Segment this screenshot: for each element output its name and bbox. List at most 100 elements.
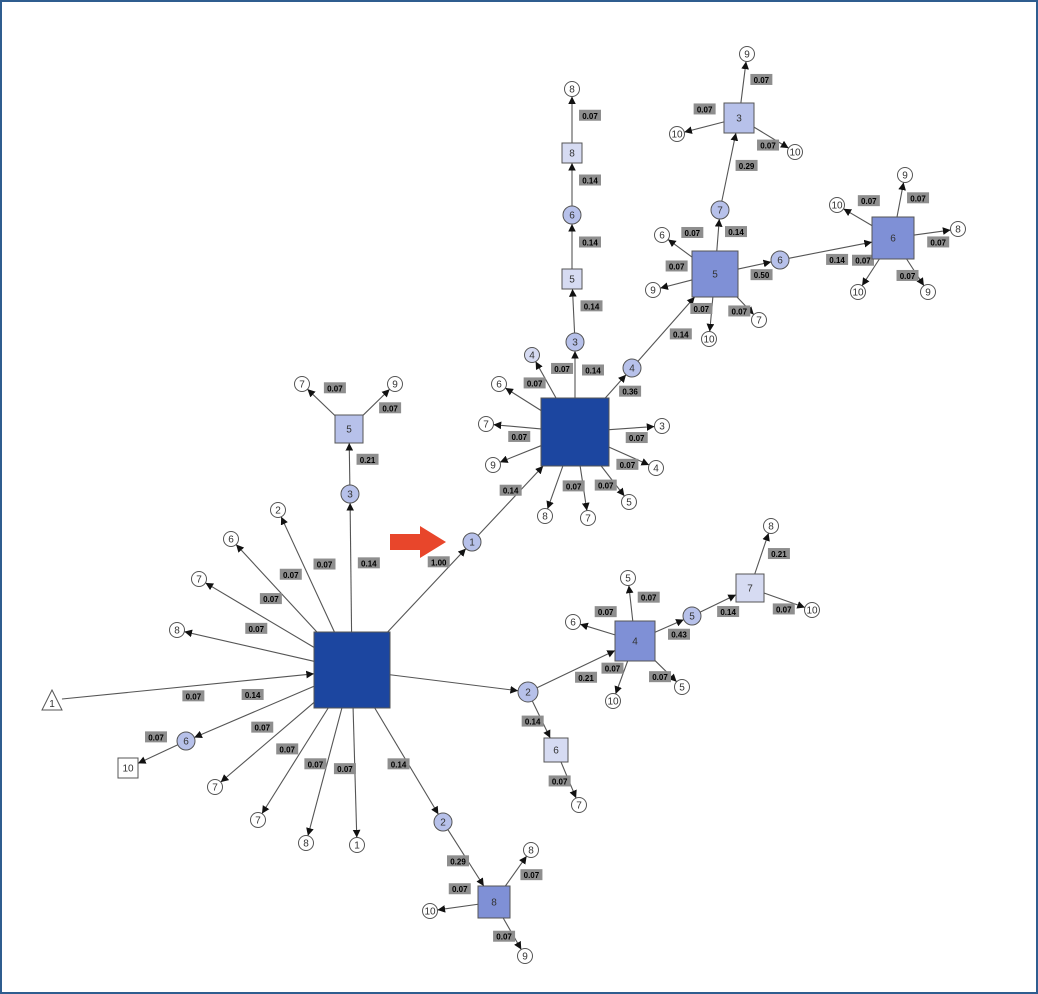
edge-weight-label-bg — [851, 254, 874, 266]
node-label: 9 — [744, 50, 750, 61]
node-label: 10 — [831, 201, 843, 212]
node-circle: 10 — [804, 602, 820, 618]
edge-weight-label: 0.07 — [520, 869, 543, 881]
node-circle-shape — [787, 144, 803, 160]
edge-S4-e5 — [625, 585, 634, 622]
node-label: 8 — [768, 522, 774, 533]
node-circle-shape — [340, 484, 360, 504]
edge-weight-label-bg — [313, 558, 336, 570]
edge-b4-C5 — [637, 296, 696, 362]
edge-weight-label-text: 0.07 — [910, 194, 926, 203]
node-label: 5 — [679, 683, 685, 694]
node-label: 10 — [607, 697, 619, 708]
edge-weight-label-bg — [735, 159, 758, 171]
node-circle: 9 — [387, 376, 403, 392]
edge-weight-label-text: 0.07 — [263, 595, 279, 604]
edge-weight-label-text: 0.07 — [694, 305, 710, 314]
edge-weight-label-text: 0.14 — [829, 256, 845, 265]
edge-A-a8 — [184, 629, 315, 662]
edge-S6-c10e — [861, 258, 880, 287]
edge-weight-label: 0.14 — [579, 174, 601, 186]
edge-weight-label-text: 0.07 — [685, 229, 701, 238]
edge-weight-label: 0.36 — [619, 385, 642, 397]
edge-weight-label-bg — [259, 593, 282, 605]
node-circle: 1 — [462, 532, 482, 552]
edge-weight-label-bg — [668, 628, 691, 640]
edge-weight-label: 0.14 — [499, 484, 522, 496]
node-label: 7 — [585, 514, 591, 525]
node-label: 6 — [183, 737, 189, 748]
node-label: 6 — [659, 231, 665, 242]
edge-S8-d8 — [504, 855, 528, 887]
node-label: 7 — [717, 206, 723, 217]
edge-weight-label: 0.07 — [523, 377, 546, 389]
edge-weight-label-text: 0.07 — [554, 365, 570, 374]
edge-weight-label: 0.29 — [735, 159, 758, 171]
edge-weight-label-text: 0.07 — [582, 112, 598, 121]
edge-weight-label-bg — [681, 226, 704, 238]
edge-weight-label: 0.07 — [562, 480, 585, 492]
node-label: 2 — [275, 506, 281, 517]
edge-weight-label-text: 0.07 — [754, 76, 770, 85]
node-square-shape — [723, 102, 755, 134]
node-circle: 10 — [669, 126, 685, 142]
node-circle-shape — [523, 842, 539, 858]
edge-weight-label: 0.07 — [625, 432, 648, 444]
edge-weight-label: 0.14 — [717, 606, 740, 618]
node-circle-shape — [571, 797, 587, 813]
edge-a2c-S4 — [536, 650, 616, 689]
edge-weight-label: 0.21 — [767, 548, 790, 560]
edge-weight-label: 0.07 — [757, 139, 780, 151]
node-circle: 4 — [524, 347, 540, 363]
node-label: 8 — [955, 225, 961, 236]
edge-weight-label-bg — [665, 260, 688, 272]
node-label: 3 — [736, 114, 742, 125]
edge-weight-label-bg — [145, 731, 168, 743]
node-label: 4 — [632, 637, 638, 648]
node-label: 7 — [255, 816, 261, 827]
edge-weight-label-bg — [619, 385, 642, 397]
node-circle-shape — [462, 532, 482, 552]
node-circle-shape — [485, 457, 501, 473]
edge-weight-label-bg — [357, 557, 380, 569]
edge-weight-label: 0.07 — [927, 236, 950, 248]
node-label: 4 — [629, 364, 635, 375]
node-label: 5 — [346, 425, 352, 436]
node-circle-shape — [191, 571, 207, 587]
node-circle: 7 — [580, 510, 596, 526]
edge-weight-label-bg — [548, 775, 571, 787]
node-circle: 6 — [491, 376, 507, 392]
edge-weight-label-text: 0.07 — [308, 760, 324, 769]
edge-weight-label-text: 0.07 — [629, 434, 645, 443]
node-circle-shape — [710, 200, 730, 220]
node-circle-shape — [491, 376, 507, 392]
edge-weight-label: 0.14 — [521, 715, 544, 727]
node-circle: 7 — [191, 571, 207, 587]
edge-weight-label-bg — [493, 930, 516, 942]
node-circle: 6 — [562, 205, 582, 225]
node-circle-shape — [751, 312, 767, 328]
edge-weight-label-bg — [333, 763, 356, 775]
node-circle: 2 — [433, 812, 453, 832]
node-circle-shape — [565, 614, 581, 630]
node-circle-shape — [294, 376, 310, 392]
node-circle: 7 — [710, 200, 730, 220]
node-circle: 1 — [349, 837, 365, 853]
edge-a6b-s10 — [137, 744, 179, 764]
edge-B-b4 — [604, 374, 627, 399]
node-circle-shape — [270, 502, 286, 518]
edge-weight-label-bg — [690, 302, 713, 314]
edge-B-b9 — [499, 445, 542, 463]
node-circle-shape — [524, 347, 540, 363]
node-circle: 7 — [250, 812, 266, 828]
node-label: 9 — [925, 288, 931, 299]
edge-weight-label: 0.14 — [580, 300, 603, 312]
edge-s5a-a9 — [362, 388, 391, 416]
edge-weight-label: 0.43 — [668, 628, 691, 640]
edge-weight-label-text: 0.21 — [771, 550, 787, 559]
edge-weight-label-text: 0.07 — [327, 384, 343, 393]
edge-weight-label-bg — [447, 855, 470, 867]
node-circle: 10 — [787, 144, 803, 160]
edge-weight-label-bg — [508, 430, 531, 442]
